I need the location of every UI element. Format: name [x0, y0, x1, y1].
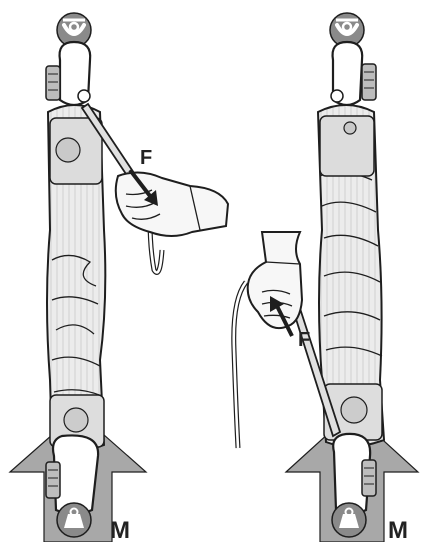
glove-hand: [248, 232, 302, 328]
glove-hand: [116, 172, 228, 236]
load-mass-icon: [332, 503, 366, 537]
force-label-left: F: [140, 147, 152, 169]
left-panel: F M: [10, 13, 228, 542]
load-mass-icon: [57, 503, 91, 537]
force-label-right: F: [298, 329, 310, 351]
load-label-left: M: [110, 517, 130, 542]
load-label-right: M: [388, 517, 408, 542]
top-carabiner: [46, 42, 90, 105]
top-carabiner: [331, 42, 376, 105]
right-panel: F M: [234, 13, 418, 542]
device-sleeve: [47, 105, 105, 451]
